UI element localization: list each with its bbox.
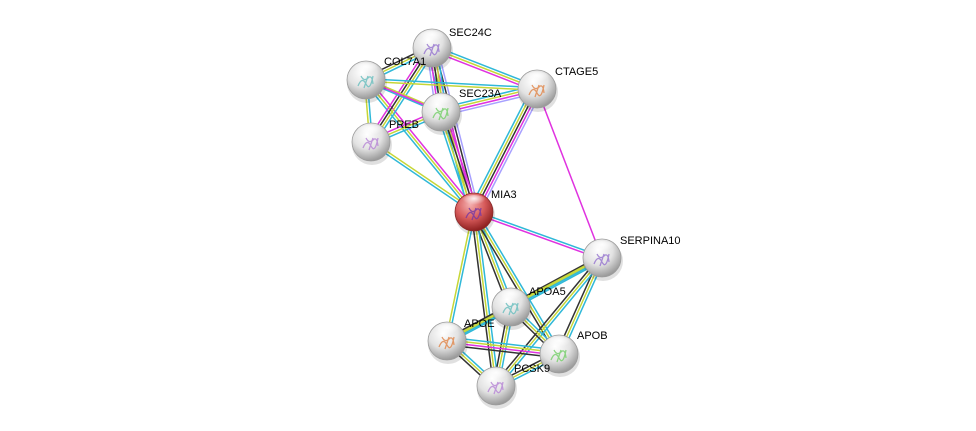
edge-line-homology: [477, 91, 543, 215]
edge-line-textmining: [473, 211, 497, 387]
node-mia3[interactable]: [454, 192, 495, 235]
edge-line-databases: [369, 142, 474, 214]
protein-structure-icon: [465, 207, 482, 221]
node-sec24c[interactable]: [412, 28, 453, 71]
edge-line-textmining: [471, 87, 536, 212]
node-highlight: [546, 337, 572, 351]
edge-line-databases: [363, 81, 473, 215]
node-sec23a[interactable]: [421, 92, 462, 135]
edge-mia3-preb[interactable]: [369, 140, 476, 214]
edge-line-coexpression: [470, 212, 495, 387]
node-label-preb: PREB: [389, 119, 419, 131]
protein-structure-icon: [423, 43, 440, 57]
node-highlight: [589, 241, 615, 255]
node-highlight: [419, 31, 445, 45]
edge-line-textmining: [371, 140, 476, 212]
edge-serpina10-pcsk9[interactable]: [493, 255, 605, 389]
node-highlight: [524, 72, 550, 86]
edge-line-databases: [475, 211, 500, 386]
edge-col7a1-ctage5[interactable]: [365, 77, 538, 92]
edge-line-textmining: [444, 211, 474, 341]
node-label-apoa5: APOA5: [529, 286, 566, 298]
edge-ctage5-serpina10[interactable]: [536, 88, 603, 259]
edge-line-databases: [366, 77, 538, 89]
node-label-apoe: APOE: [464, 318, 495, 330]
edge-mia3-serpina10[interactable]: [473, 210, 603, 260]
node-apoa5[interactable]: [491, 287, 532, 330]
protein-structure-icon: [362, 137, 379, 151]
edge-line-databases: [474, 210, 603, 258]
edge-mia3-col7a1[interactable]: [363, 77, 477, 215]
edge-line-textmining: [495, 257, 603, 387]
protein-structure-icon: [502, 302, 519, 316]
node-preb[interactable]: [351, 122, 392, 165]
protein-structure-icon: [357, 75, 374, 89]
node-label-ctage5: CTAGE5: [555, 66, 598, 78]
edge-mia3-apoe[interactable]: [444, 211, 477, 342]
protein-structure-icon: [487, 381, 504, 395]
edge-mia3-ctage5[interactable]: [468, 86, 543, 215]
node-apob[interactable]: [539, 334, 580, 377]
node-highlight: [498, 290, 524, 304]
protein-structure-icon: [438, 336, 455, 350]
node-highlight: [434, 324, 460, 338]
node-label-sec23a: SEC23A: [459, 88, 502, 100]
node-label-apob: APOB: [577, 330, 608, 342]
node-col7a1[interactable]: [346, 60, 387, 103]
edge-line-coexpression: [471, 212, 558, 356]
edge-line-experiments: [475, 89, 540, 214]
node-label-sec24c: SEC24C: [449, 27, 492, 39]
node-label-col7a1: COL7A1: [384, 56, 426, 68]
node-label-mia3: MIA3: [491, 189, 517, 201]
edge-line-databases: [497, 259, 605, 389]
node-highlight: [483, 369, 509, 383]
node-apoe[interactable]: [427, 321, 468, 364]
node-label-serpina10: SERPINA10: [620, 235, 681, 247]
protein-structure-icon: [593, 253, 610, 267]
edge-line-experiments: [473, 212, 602, 260]
edge-line-databases: [447, 212, 477, 342]
edge-line-homology: [436, 46, 480, 211]
edge-line-experiments: [536, 88, 603, 259]
protein-structure-icon: [528, 84, 545, 98]
node-highlight: [461, 195, 487, 209]
edge-line-databases: [468, 86, 534, 210]
edge-line-textmining: [365, 80, 537, 92]
edge-line-experiments: [367, 77, 477, 211]
node-pcsk9[interactable]: [476, 366, 517, 409]
node-ctage5[interactable]: [517, 69, 558, 112]
node-highlight: [428, 95, 454, 109]
edge-line-coexpression: [493, 255, 601, 385]
node-serpina10[interactable]: [582, 238, 623, 281]
edge-line-textmining: [365, 79, 475, 213]
edge-mia3-pcsk9[interactable]: [470, 211, 500, 387]
edge-line-coexpression: [473, 88, 538, 213]
node-highlight: [358, 125, 384, 139]
node-label-pcsk9: PCSK9: [514, 363, 550, 375]
protein-structure-icon: [432, 107, 449, 121]
protein-structure-icon: [550, 349, 567, 363]
node-highlight: [353, 63, 379, 77]
